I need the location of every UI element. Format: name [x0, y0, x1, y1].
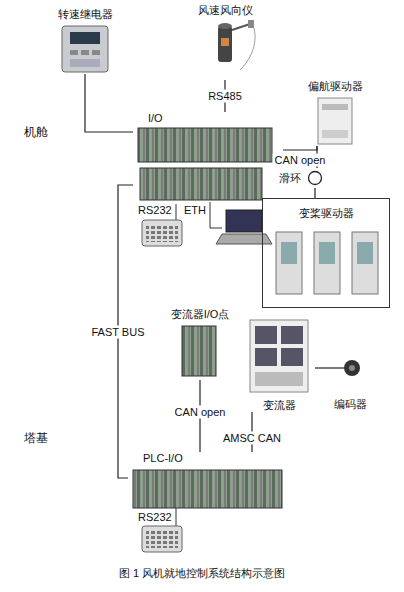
- plc-node: I/O: [133, 112, 283, 204]
- converter-cabinet: [250, 320, 308, 392]
- node-label: 编码器: [333, 398, 368, 411]
- node-label: 转速继电器: [57, 8, 114, 21]
- port-label: RS232: [136, 204, 174, 217]
- bus-label: CAN open: [173, 406, 228, 419]
- bus-connector: [283, 146, 317, 150]
- yaw-drive-device: [318, 98, 352, 144]
- bus-connector: [314, 188, 315, 198]
- encoder-device: [344, 360, 360, 376]
- node-label: PLC-I/O: [142, 452, 184, 465]
- bus-label: CAN open: [273, 154, 328, 167]
- device-node: 风速风向仪: [190, 4, 260, 80]
- node-label: 滑环: [278, 172, 302, 185]
- device-node: 偏航驱动器: [298, 80, 372, 146]
- section-label: 塔基: [22, 432, 50, 445]
- bus-label: FAST BUS: [90, 325, 147, 338]
- device-node: 转速继电器: [55, 8, 116, 74]
- anemometer-device: [218, 20, 255, 70]
- plc-rack: [133, 470, 282, 508]
- node-label: 偏航驱动器: [307, 80, 364, 93]
- node-label: 变流器: [262, 399, 297, 412]
- io-module-device: [182, 326, 216, 376]
- section-label: 机舱: [22, 126, 50, 139]
- relay-device: [62, 26, 108, 72]
- plc-node: PLC-I/O: [128, 452, 284, 512]
- slip-ring-symbol: [307, 170, 323, 186]
- bus-label: AMSC CAN: [221, 432, 283, 445]
- slip-ring-node: 滑环: [278, 168, 324, 188]
- port-label: RS232: [136, 511, 174, 524]
- node-label: 风速风向仪: [197, 4, 254, 17]
- pitch-group-box: 变桨驱动器: [262, 198, 390, 308]
- node-label: 变桨驱动器: [298, 207, 355, 220]
- device-node: 变流器I/O点: [165, 308, 235, 380]
- device-node: 编码器: [322, 355, 378, 411]
- pitch-drive-devices: [276, 232, 378, 294]
- node-label: I/O: [147, 112, 164, 125]
- bus-label: RS485: [206, 90, 244, 103]
- port-label: ETH: [182, 204, 208, 217]
- node-label: 变流器I/O点: [170, 308, 231, 321]
- plc-rack: [138, 128, 272, 200]
- bus-connector: [315, 367, 344, 368]
- device-node: 变流器: [243, 318, 315, 412]
- bus-connector: [85, 74, 133, 132]
- figure-caption: 图 1 风机就地控制系统结构示意图: [0, 566, 404, 581]
